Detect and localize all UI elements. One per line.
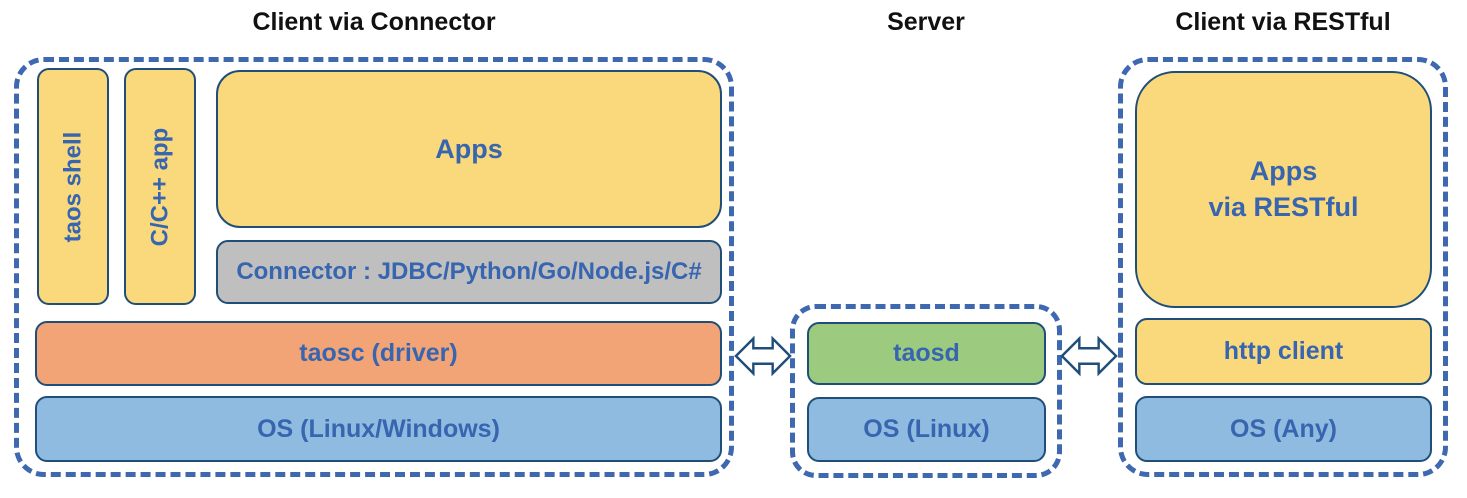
os-linux-label: OS (Linux) xyxy=(863,415,990,443)
taosd-box: taosd xyxy=(807,322,1046,385)
os-any-label: OS (Any) xyxy=(1230,414,1337,443)
os-linux-windows-label: OS (Linux/Windows) xyxy=(257,414,500,443)
connector-label: Connector : JDBC/Python/Go/Node.js/C# xyxy=(236,258,702,285)
taosd-label: taosd xyxy=(893,339,960,367)
apps-label: Apps xyxy=(435,133,503,164)
c-cpp-app-label: C/C++ app xyxy=(146,127,174,246)
section-title-client-via-restful: Client via RESTful xyxy=(1175,8,1391,36)
c-cpp-app-box: C/C++ app xyxy=(124,68,196,305)
bidirectional-arrow-icon xyxy=(1060,335,1118,377)
apps-box: Apps xyxy=(216,70,722,228)
apps-via-restful-label-line1: Apps xyxy=(1249,156,1318,187)
connector-box: Connector : JDBC/Python/Go/Node.js/C# xyxy=(216,240,722,304)
os-linux-box: OS (Linux) xyxy=(807,397,1046,462)
section-title-client-via-connector: Client via Connector xyxy=(252,8,496,36)
http-client-label: http client xyxy=(1223,337,1344,365)
taosc-driver-box: taosc (driver) xyxy=(35,321,722,386)
taos-shell-box: taos shell xyxy=(37,68,109,305)
os-any-box: OS (Any) xyxy=(1135,396,1432,462)
client-via-connector-group xyxy=(14,57,734,477)
bidirectional-arrow-icon xyxy=(734,335,792,377)
os-linux-windows-box: OS (Linux/Windows) xyxy=(35,396,722,462)
apps-via-restful-label-line2: via RESTful xyxy=(1208,191,1359,222)
server-group xyxy=(790,304,1062,478)
client-via-restful-group xyxy=(1118,57,1448,477)
http-client-box: http client xyxy=(1135,318,1432,385)
apps-via-restful-box: Apps via RESTful xyxy=(1135,71,1432,308)
taosc-driver-label: taosc (driver) xyxy=(299,339,458,367)
taos-shell-label: taos shell xyxy=(59,131,86,242)
section-title-server: Server xyxy=(887,8,965,36)
